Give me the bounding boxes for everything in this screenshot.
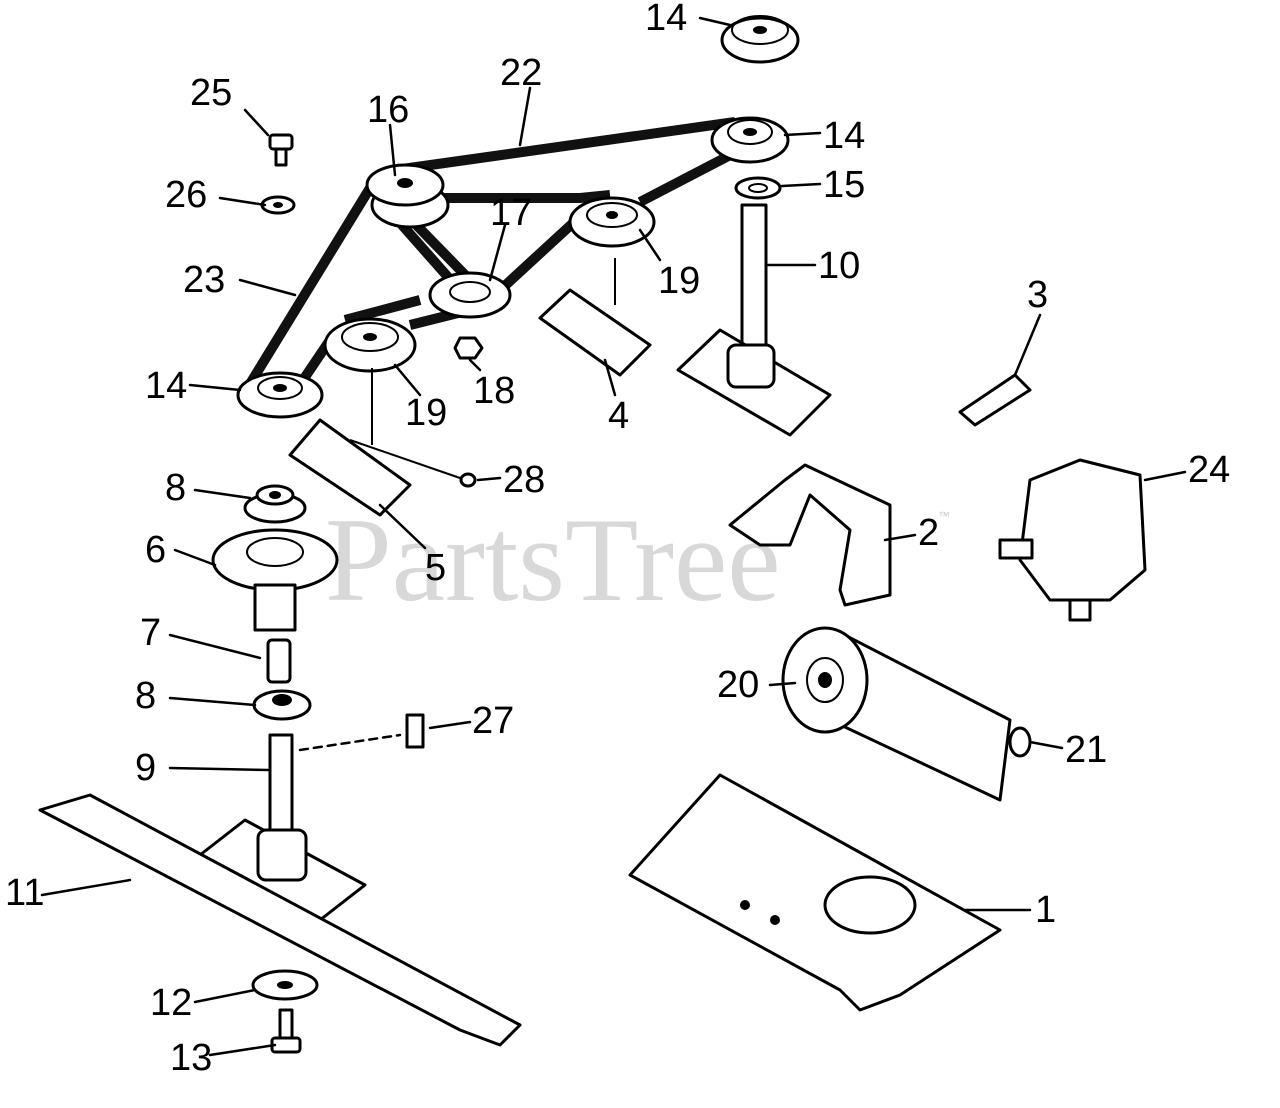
label-12: 12 [150,982,192,1024]
belt-cover-2 [728,463,892,607]
blade-11 [38,793,522,1047]
key-27 [298,713,425,752]
watermark: PartsTree [325,493,781,626]
label-10: 10 [818,245,860,287]
adapter-12 [251,969,319,1001]
label-14-top: 14 [645,0,687,39]
nut-18 [453,336,484,360]
label-21: 21 [1065,729,1107,771]
label-19-right: 19 [658,260,700,302]
roller-21 [1008,726,1032,758]
bolt-25 [268,133,294,167]
label-5: 5 [425,547,446,589]
label-24: 24 [1188,449,1230,491]
label-4: 4 [608,395,629,437]
bearing-8-top [243,484,307,524]
pulley-14-right [710,116,790,164]
label-7: 7 [140,612,161,654]
label-22: 22 [500,52,542,94]
label-20: 20 [717,664,759,706]
bracket-5 [288,368,461,517]
label-25: 25 [190,72,232,114]
pulley-20 [781,626,1012,802]
label-11: 11 [5,872,44,914]
belt-22 [394,117,743,296]
bracket-4 [538,258,652,377]
shaft-9 [198,733,367,922]
pulley-19-left [323,317,417,373]
deck-plate-1 [628,773,1002,1012]
spindle-housing-6 [211,528,339,632]
label-6: 6 [145,529,166,571]
label-26: 26 [165,174,207,216]
screw-28 [459,472,477,488]
label-27: 27 [472,700,514,742]
label-1: 1 [1035,889,1056,931]
leader-lines [40,16,1187,1057]
belt-23 [240,185,474,395]
label-28: 28 [503,459,545,501]
spindle-10 [676,203,832,437]
pulley-19-right [568,196,656,248]
pulley-16 [365,163,450,229]
label-13: 13 [170,1037,212,1079]
watermark-trademark: ™ [938,509,950,523]
label-9: 9 [135,747,156,789]
plate-3 [958,373,1032,427]
label-17: 17 [490,192,532,234]
label-18: 18 [473,370,515,412]
pulley-14-top [720,15,800,64]
label-3: 3 [1027,274,1048,316]
label-8-bottom: 8 [135,675,156,717]
gearbox-24 [998,458,1147,622]
pulley-17 [428,271,512,319]
label-14-right: 14 [823,115,865,157]
label-15: 15 [823,164,865,206]
label-14-left: 14 [145,365,187,407]
pulley-14-left [236,371,324,419]
washer-15 [734,176,782,200]
label-23: 23 [183,259,225,301]
washer-26 [260,195,296,215]
bolt-13 [270,1008,302,1054]
bearing-8-bottom [252,689,312,721]
label-2: 2 [918,512,939,554]
label-19-left: 19 [405,392,447,434]
spacer-7 [266,638,292,684]
label-8-top: 8 [165,467,186,509]
label-16: 16 [367,89,409,131]
